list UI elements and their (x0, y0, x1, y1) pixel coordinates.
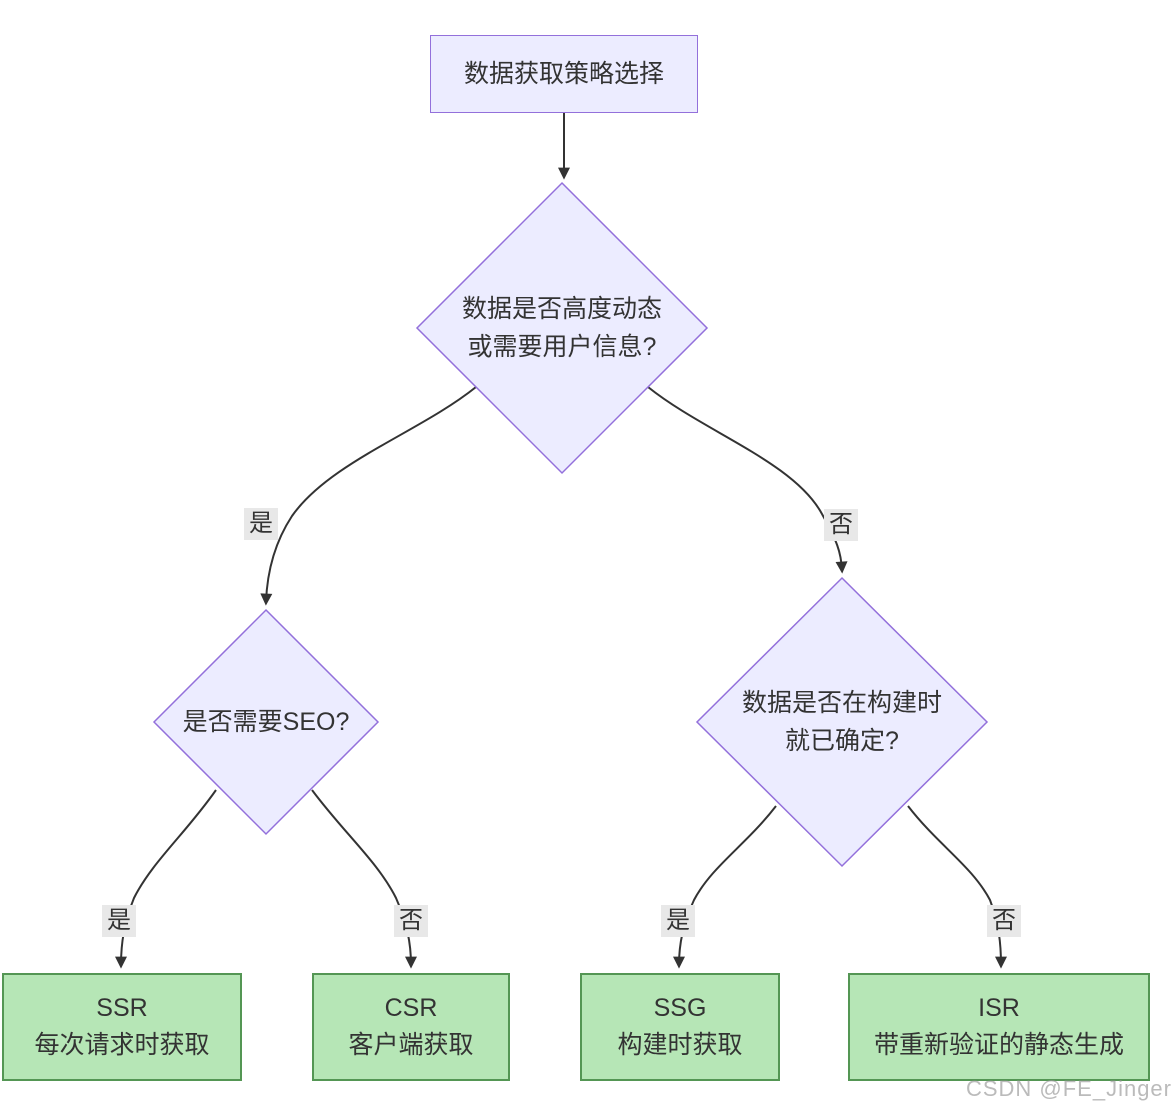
edge-label-dynamic-yes: 是 (244, 508, 278, 540)
start-node-label: 数据获取策略选择 (463, 59, 664, 88)
edge-label-seo-yes: 是 (102, 905, 136, 937)
decision-buildtime-diamond (695, 576, 989, 868)
result-isr-desc: 带重新验证的静态生成 (873, 1031, 1124, 1059)
decision-dynamic-diamond (415, 181, 709, 475)
csdn-watermark: CSDN @FE_Jinger (965, 1076, 1172, 1101)
edge-buildtime-no-to-isr (907, 805, 1007, 969)
result-csr-title: CSR (384, 994, 438, 1022)
edge-dynamic-no-to-buildtime (647, 386, 848, 574)
result-csr-desc: 客户端获取 (348, 1031, 474, 1059)
result-node-csr: CSR 客户端获取 (312, 973, 510, 1081)
edge-label-buildtime-no: 否 (987, 905, 1021, 937)
edge-label-buildtime-yes: 是 (661, 905, 695, 937)
edge-seo-no-to-csr (311, 789, 417, 969)
edge-label-seo-no: 否 (394, 905, 428, 937)
result-node-ssr: SSR 每次请求时获取 (2, 973, 242, 1081)
edge-buildtime-yes-to-ssg (673, 805, 777, 969)
edge-seo-yes-to-ssr (115, 789, 217, 969)
result-node-ssg: SSG 构建时获取 (580, 973, 780, 1081)
result-ssr-desc: 每次请求时获取 (34, 1031, 210, 1059)
decision-seo-diamond (152, 608, 380, 836)
result-ssr-title: SSR (96, 994, 148, 1022)
result-ssg-desc: 构建时获取 (617, 1031, 743, 1059)
result-isr-title: ISR (978, 994, 1020, 1022)
edge-dynamic-yes-to-seo (260, 386, 477, 606)
result-ssg-title: SSG (653, 994, 707, 1022)
start-node: 数据获取策略选择 (430, 35, 698, 113)
edge-label-dynamic-no: 否 (824, 509, 858, 541)
result-node-isr: ISR 带重新验证的静态生成 (848, 973, 1150, 1081)
